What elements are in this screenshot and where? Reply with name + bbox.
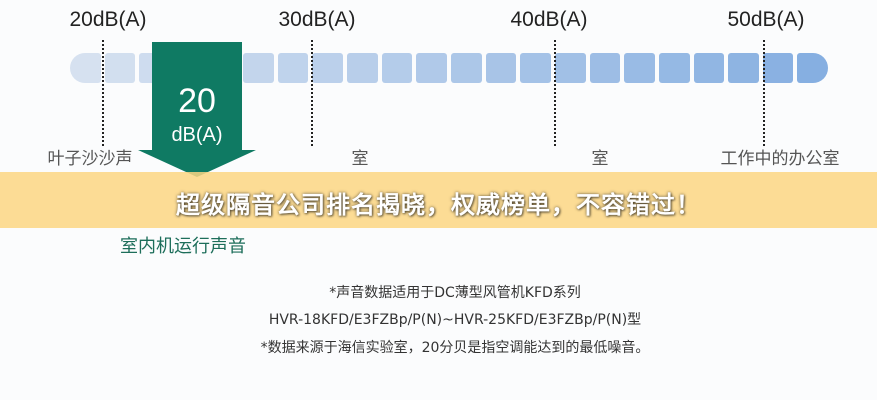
tick-40db: 40dB(A) bbox=[510, 8, 588, 31]
scale-segment bbox=[347, 53, 378, 83]
marker-unit: dB(A) bbox=[171, 124, 223, 146]
scale-segment bbox=[554, 53, 586, 83]
scale-segment bbox=[451, 53, 482, 83]
tick-20db: 20dB(A) bbox=[69, 8, 147, 31]
dashed-line bbox=[763, 40, 765, 146]
scale-segment bbox=[381, 53, 413, 83]
scale-segment bbox=[485, 53, 517, 83]
scale-segment bbox=[762, 53, 794, 83]
scale-segment bbox=[416, 53, 448, 83]
dashed-line bbox=[102, 40, 104, 146]
note-1: *声音数据适用于DC薄型风管机KFD系列 bbox=[329, 285, 581, 301]
banner-text: 超级隔音公司排名揭晓，权威榜单，不容错过！ bbox=[176, 191, 701, 219]
scale-segment bbox=[312, 53, 344, 83]
scale-segment bbox=[70, 53, 101, 83]
label-office: 工作中的办公室 bbox=[720, 149, 840, 169]
dashed-line bbox=[554, 40, 556, 146]
label-2: 室 bbox=[351, 149, 369, 169]
down-arrow-icon bbox=[138, 42, 256, 177]
scale-segment bbox=[728, 53, 759, 83]
scale-segment bbox=[104, 53, 136, 83]
label-leaves: 叶子沙沙声 bbox=[47, 149, 133, 169]
scale-segment bbox=[589, 53, 621, 83]
scale-segment bbox=[797, 53, 829, 83]
label-3: 室 bbox=[591, 149, 609, 169]
tick-30db: 30dB(A) bbox=[278, 8, 356, 31]
banner-overlay bbox=[0, 172, 877, 228]
dashed-line bbox=[311, 40, 313, 146]
scale-segment bbox=[243, 53, 274, 83]
tick-50db: 50dB(A) bbox=[727, 8, 805, 31]
scale-segment bbox=[520, 53, 551, 83]
scale-segment bbox=[693, 53, 725, 83]
scale-segment bbox=[624, 53, 655, 83]
note-3: *数据来源于海信实验室，20分贝是指空调能达到的最低噪音。 bbox=[260, 340, 650, 356]
scale-segment bbox=[658, 53, 690, 83]
indoor-unit-label: 室内机运行声音 bbox=[120, 236, 246, 257]
marker-value: 20 bbox=[178, 82, 216, 120]
note-2: HVR-18KFD/E3FZBp/P(N)~HVR-25KFD/E3FZBp/P… bbox=[268, 312, 642, 328]
scale-segment bbox=[277, 53, 309, 83]
